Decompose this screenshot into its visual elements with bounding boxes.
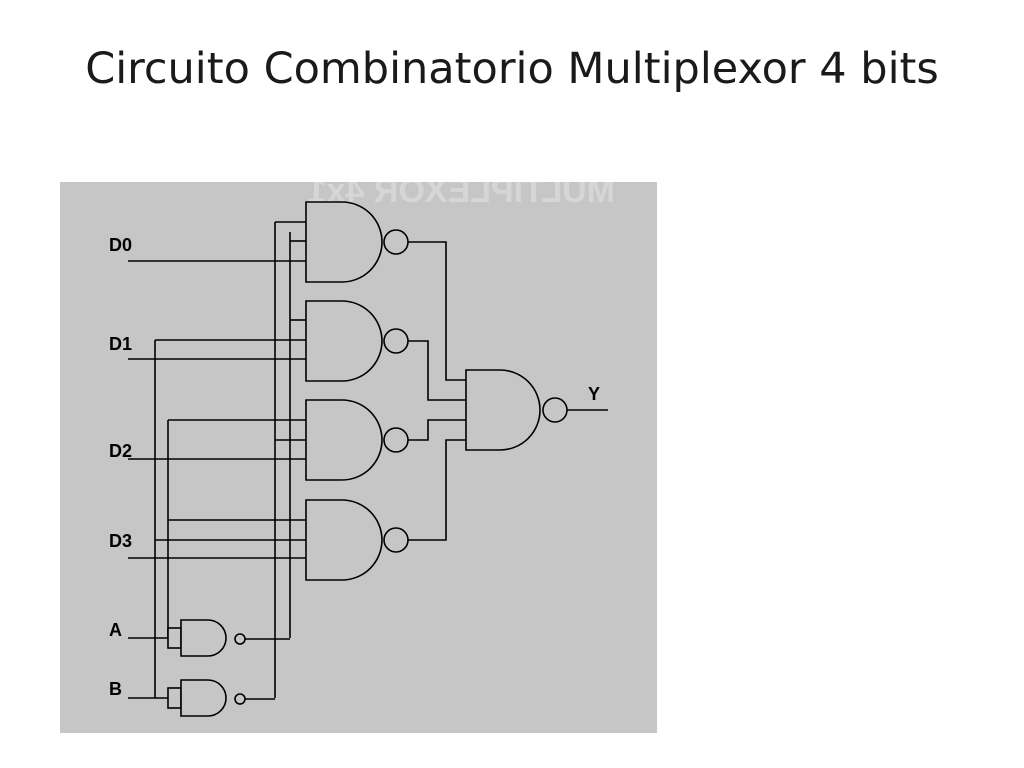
label-b: B	[109, 679, 122, 699]
inverter-b	[167, 679, 246, 717]
label-d3: D3	[109, 531, 132, 551]
slide-title: Circuito Combinatorio Multiplexor 4 bits	[85, 44, 939, 94]
nand-gate-4	[305, 499, 409, 581]
label-y: Y	[588, 384, 600, 404]
label-d2: D2	[109, 441, 132, 461]
inverter-a	[167, 619, 246, 657]
nand-gate-1	[305, 201, 409, 283]
nand-gate-output	[465, 369, 568, 451]
nand-gate-2	[305, 300, 409, 382]
label-a: A	[109, 620, 122, 640]
nand-gate-3	[305, 399, 409, 481]
multiplexer-circuit-diagram: MULTIPLEXOR 4x1 D0 D1 D2 D3 A B Y	[60, 182, 657, 733]
label-d0: D0	[109, 235, 132, 255]
label-d1: D1	[109, 334, 132, 354]
